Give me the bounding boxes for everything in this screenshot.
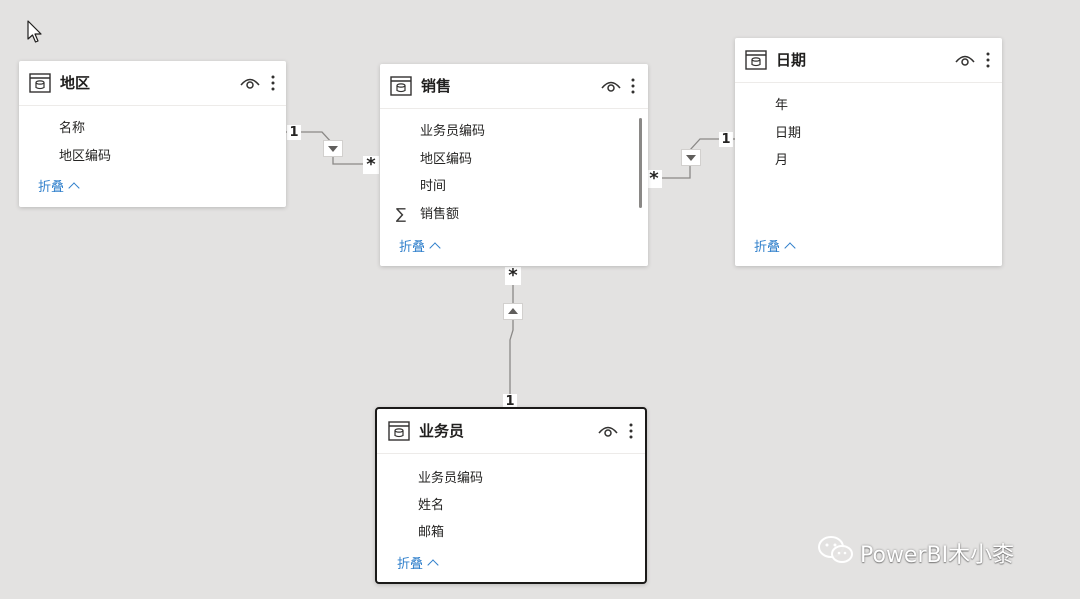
field-full-name[interactable]: 姓名 bbox=[418, 498, 445, 513]
field-year[interactable]: 年 bbox=[775, 98, 789, 113]
table-title: 业务员 bbox=[419, 422, 465, 440]
arrow-down-icon bbox=[686, 155, 696, 161]
eye-icon[interactable] bbox=[240, 76, 260, 90]
eye-icon[interactable] bbox=[601, 79, 621, 93]
filter-direction-date-sales[interactable] bbox=[681, 149, 701, 166]
wechat-logo-icon bbox=[818, 536, 853, 563]
table-card-sales[interactable]: 销售 业务员编码 地区编码 时间 ∑ 销售额 折叠 bbox=[380, 64, 648, 266]
scrollbar[interactable] bbox=[639, 118, 642, 208]
cardinality-many-salesperson-sales: * bbox=[505, 267, 521, 285]
more-options-icon[interactable] bbox=[628, 421, 634, 441]
cardinality-many-date-sales: * bbox=[646, 170, 662, 188]
field-sales-amount[interactable]: 销售额 bbox=[420, 207, 460, 222]
eye-icon[interactable] bbox=[598, 424, 618, 438]
chevron-up-icon bbox=[68, 182, 80, 194]
table-header[interactable]: 日期 bbox=[735, 38, 1002, 83]
table-title: 日期 bbox=[776, 51, 807, 69]
arrow-down-icon bbox=[328, 146, 338, 152]
table-icon bbox=[388, 421, 410, 441]
more-options-icon[interactable] bbox=[270, 73, 276, 93]
field-email[interactable]: 邮箱 bbox=[418, 525, 445, 540]
collapse-label: 折叠 bbox=[397, 557, 424, 572]
table-title: 地区 bbox=[60, 74, 91, 92]
chevron-up-icon bbox=[427, 559, 439, 571]
field-date[interactable]: 日期 bbox=[775, 126, 802, 141]
collapse-label: 折叠 bbox=[754, 240, 781, 255]
cardinality-one-date: 1 bbox=[719, 132, 733, 147]
table-header[interactable]: 销售 bbox=[380, 64, 648, 109]
table-header[interactable]: 业务员 bbox=[377, 409, 645, 454]
field-salesperson-code[interactable]: 业务员编码 bbox=[420, 124, 486, 139]
table-icon bbox=[745, 50, 767, 70]
field-salesperson-code[interactable]: 业务员编码 bbox=[418, 471, 484, 486]
watermark: PowerBI木小桼 bbox=[812, 530, 1062, 570]
field-month[interactable]: 月 bbox=[775, 153, 789, 168]
table-header[interactable]: 地区 bbox=[19, 61, 286, 106]
field-region-code[interactable]: 地区编码 bbox=[420, 152, 473, 167]
field-time[interactable]: 时间 bbox=[420, 179, 447, 194]
collapse-button[interactable]: 折叠 bbox=[38, 179, 80, 197]
arrow-up-icon bbox=[508, 308, 518, 314]
eye-icon[interactable] bbox=[955, 53, 975, 67]
table-card-salesperson[interactable]: 业务员 业务员编码 姓名 邮箱 折叠 bbox=[375, 407, 647, 584]
more-options-icon[interactable] bbox=[630, 76, 636, 96]
cardinality-many-region-sales: * bbox=[363, 156, 379, 174]
chevron-up-icon bbox=[429, 242, 441, 254]
field-region-code[interactable]: 地区编码 bbox=[59, 149, 112, 164]
table-icon bbox=[390, 76, 412, 96]
table-title: 销售 bbox=[421, 77, 452, 95]
filter-direction-salesperson-sales[interactable] bbox=[503, 303, 523, 320]
collapse-button[interactable]: 折叠 bbox=[399, 239, 441, 257]
collapse-label: 折叠 bbox=[399, 240, 426, 255]
watermark-text: PowerBI木小桼 bbox=[860, 543, 1015, 568]
relationship-line-salesperson-sales bbox=[509, 268, 514, 405]
filter-direction-region-sales[interactable] bbox=[323, 140, 343, 157]
collapse-button[interactable]: 折叠 bbox=[754, 239, 796, 257]
table-card-date[interactable]: 日期 年 日期 月 折叠 bbox=[735, 38, 1002, 266]
collapse-label: 折叠 bbox=[38, 180, 65, 195]
table-card-region[interactable]: 地区 名称 地区编码 折叠 bbox=[19, 61, 286, 207]
cardinality-one-region: 1 bbox=[287, 125, 301, 140]
sigma-icon: ∑ bbox=[396, 205, 407, 223]
more-options-icon[interactable] bbox=[985, 50, 991, 70]
table-icon bbox=[29, 73, 51, 93]
cardinality-one-salesperson: 1 bbox=[503, 394, 517, 409]
chevron-up-icon bbox=[784, 242, 796, 254]
mouse-pointer-icon bbox=[27, 20, 42, 43]
field-name[interactable]: 名称 bbox=[59, 121, 86, 136]
collapse-button[interactable]: 折叠 bbox=[397, 556, 439, 574]
